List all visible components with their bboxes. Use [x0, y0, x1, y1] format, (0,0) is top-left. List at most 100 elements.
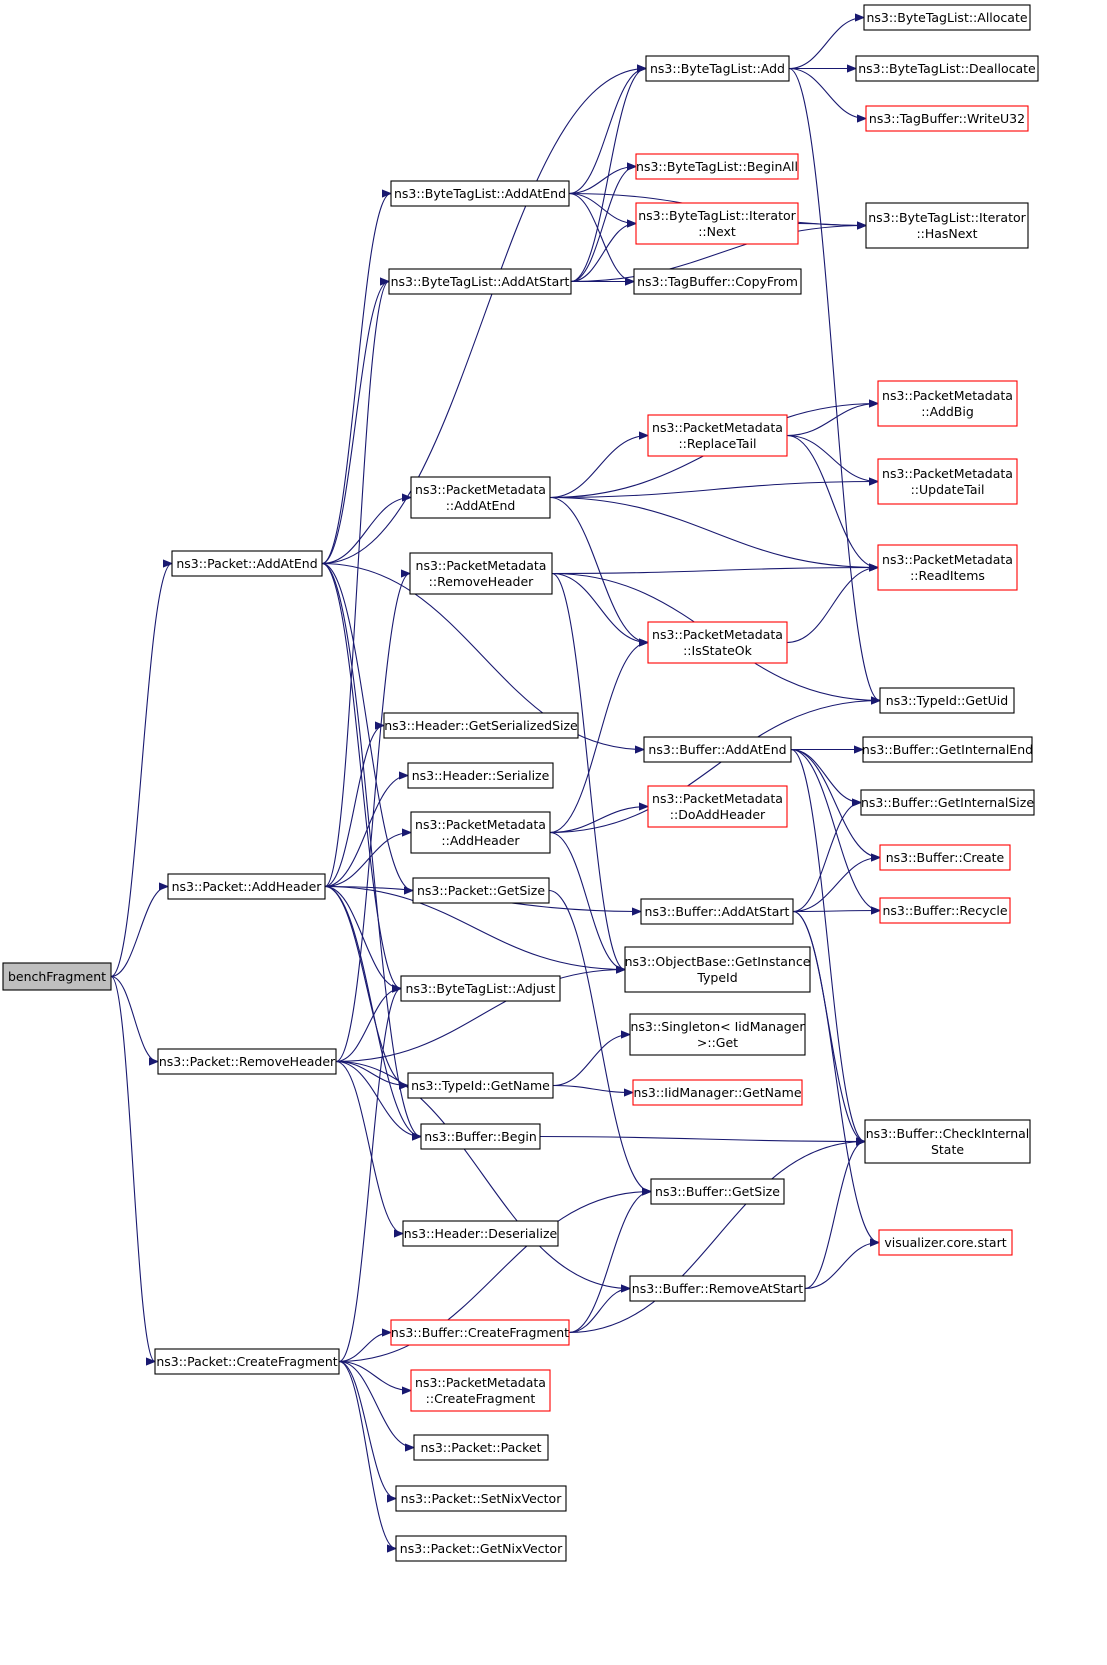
call-edge-pkt_addatend-to-pkt_getsize — [321, 562, 414, 891]
call-edge-pkt_addatend-to-pm_addatend — [321, 498, 411, 565]
node-label: ns3::ByteTagList::Adjust — [406, 981, 556, 996]
graph-node-pm-addheader[interactable]: ns3::PacketMetadata::AddHeader — [410, 811, 551, 854]
graph-node-buf-createfragment[interactable]: ns3::Buffer::CreateFragment — [390, 1319, 570, 1346]
call-edge-pm_replacetail-to-pm_readitems — [786, 434, 878, 568]
graph-node-buf-recycle[interactable]: ns3::Buffer::Recycle — [879, 897, 1011, 924]
node-label: ns3::Header::Serialize — [412, 768, 550, 783]
graph-node-pm-addatend[interactable]: ns3::PacketMetadata::AddAtEnd — [410, 476, 551, 519]
graph-node-pm-removeheader[interactable]: ns3::PacketMetadata::RemoveHeader — [409, 552, 553, 595]
call-edge-pm_addheader-to-pm_doaddheader — [549, 807, 648, 834]
call-edge-pkt_addheader-to-pm_addheader — [324, 833, 411, 888]
edge-layer — [110, 18, 881, 1549]
graph-node-pkt-addheader[interactable]: ns3::Packet::AddHeader — [167, 873, 326, 900]
graph-node-buf-removeatstart[interactable]: ns3::Buffer::RemoveAtStart — [629, 1275, 806, 1302]
call-edge-pkt_addheader-to-btl_addatstart — [324, 282, 390, 888]
node-box — [633, 268, 802, 295]
call-edge-pm_addheader-to-pm_isstateok — [549, 643, 648, 834]
graph-node-btl-allocate[interactable]: ns3::ByteTagList::Allocate — [863, 4, 1031, 31]
node-box — [400, 975, 561, 1002]
node-box — [410, 476, 551, 519]
graph-node-tagbuf-copyfrom[interactable]: ns3::TagBuffer::CopyFrom — [633, 268, 802, 295]
graph-node-btl-iter-hasnext[interactable]: ns3::ByteTagList::Iterator::HasNext — [865, 202, 1029, 249]
node-label: ns3::Header::GetSerializedSize — [384, 718, 578, 733]
node-label: ns3::Packet::AddHeader — [172, 879, 323, 894]
node-box — [420, 1123, 541, 1150]
graph-node-btl-beginall[interactable]: ns3::ByteTagList::BeginAll — [635, 153, 799, 180]
node-box — [171, 550, 323, 577]
graph-node-pm-readitems[interactable]: ns3::PacketMetadata::ReadItems — [877, 544, 1018, 591]
graph-node-pm-createfragment[interactable]: ns3::PacketMetadata::CreateFragment — [410, 1369, 551, 1412]
graph-node-pm-doaddheader[interactable]: ns3::PacketMetadata::DoAddHeader — [647, 785, 788, 828]
graph-node-btl-deallocate[interactable]: ns3::ByteTagList::Deallocate — [855, 55, 1039, 82]
node-box — [647, 414, 788, 457]
node-label: ns3::Buffer::AddAtEnd — [648, 742, 786, 757]
node-label: ::DoAddHeader — [670, 807, 766, 822]
graph-node-pkt-getnixvector[interactable]: ns3::Packet::GetNixVector — [395, 1535, 567, 1562]
node-box — [862, 736, 1033, 763]
graph-node-buf-addatstart[interactable]: ns3::Buffer::AddAtStart — [640, 898, 794, 925]
node-label: ns3::Buffer::CheckInternal — [866, 1126, 1030, 1141]
graph-node-pm-addbig[interactable]: ns3::PacketMetadata::AddBig — [877, 380, 1018, 427]
node-box — [878, 1229, 1013, 1256]
graph-node-hdr-serialize[interactable]: ns3::Header::Serialize — [407, 762, 554, 789]
graph-node-typeid-getname[interactable]: ns3::TypeId::GetName — [407, 1072, 554, 1099]
graph-node-btl-adjust[interactable]: ns3::ByteTagList::Adjust — [400, 975, 561, 1002]
call-edge-pkt_addatend-to-buf_addatend — [321, 562, 644, 750]
graph-node-pm-updatetail[interactable]: ns3::PacketMetadata::UpdateTail — [877, 458, 1018, 505]
graph-node-singleton-get[interactable]: ns3::Singleton< IidManager>::Get — [629, 1013, 806, 1056]
node-label: ns3::TypeId::GetUid — [886, 693, 1008, 708]
graph-node-pm-replacetail[interactable]: ns3::PacketMetadata::ReplaceTail — [647, 414, 788, 457]
node-label: ns3::PacketMetadata — [882, 466, 1013, 481]
graph-node-pkt-packet[interactable]: ns3::Packet::Packet — [413, 1434, 549, 1461]
call-edge-pkt_addheader-to-typeid_getname — [324, 885, 409, 1086]
graph-node-pm-isstateok[interactable]: ns3::PacketMetadata::IsStateOk — [647, 621, 788, 664]
graph-node-buf-getinternalend[interactable]: ns3::Buffer::GetInternalEnd — [862, 736, 1033, 763]
graph-node-pkt-removeheader[interactable]: ns3::Packet::RemoveHeader — [157, 1048, 337, 1075]
node-box — [635, 202, 799, 245]
graph-node-benchFragment[interactable]: benchFragment — [2, 962, 112, 991]
graph-node-buf-create[interactable]: ns3::Buffer::Create — [879, 844, 1011, 871]
node-label: ns3::PacketMetadata — [652, 420, 783, 435]
call-edge-pkt_createfragment-to-buf_getsize — [338, 1192, 651, 1363]
graph-node-iidmanager-getname[interactable]: ns3::IidManager::GetName — [632, 1079, 803, 1106]
graph-node-btl-iter-next[interactable]: ns3::ByteTagList::Iterator::Next — [635, 202, 799, 245]
graph-node-typeid-getuid[interactable]: ns3::TypeId::GetUid — [879, 687, 1015, 714]
graph-node-btl-addatstart[interactable]: ns3::ByteTagList::AddAtStart — [388, 268, 572, 295]
graph-node-pkt-getsize[interactable]: ns3::Packet::GetSize — [412, 877, 550, 904]
node-box — [412, 877, 550, 904]
graph-node-buf-addatend[interactable]: ns3::Buffer::AddAtEnd — [643, 736, 792, 763]
graph-node-btl-add[interactable]: ns3::ByteTagList::Add — [645, 55, 790, 82]
node-box — [863, 4, 1031, 31]
graph-node-tagbuf-writeu32[interactable]: ns3::TagBuffer::WriteU32 — [865, 105, 1029, 132]
graph-node-buf-begin[interactable]: ns3::Buffer::Begin — [420, 1123, 541, 1150]
node-box — [650, 1178, 785, 1205]
call-edge-pkt_addheader-to-btl_adjust — [324, 885, 402, 989]
graph-node-visualizer-start[interactable]: visualizer.core.start — [878, 1229, 1013, 1256]
node-box — [395, 1485, 567, 1512]
call-edge-pkt_removeheader-to-hdr_deserialize — [335, 1060, 404, 1234]
node-label: ns3::ByteTagList::Iterator — [868, 210, 1026, 225]
call-edge-buf_createfragment-to-buf_removeatstart — [568, 1289, 630, 1334]
graph-node-pkt-addatend[interactable]: ns3::Packet::AddAtEnd — [171, 550, 323, 577]
graph-node-btl-addatend[interactable]: ns3::ByteTagList::AddAtEnd — [390, 180, 570, 207]
node-label: ns3::PacketMetadata — [416, 558, 547, 573]
node-label: ns3::Packet::AddAtEnd — [176, 556, 317, 571]
node-label: ::AddHeader — [441, 833, 520, 848]
graph-node-pkt-createfragment[interactable]: ns3::Packet::CreateFragment — [154, 1348, 340, 1375]
node-box — [395, 1535, 567, 1562]
graph-node-buf-getsize[interactable]: ns3::Buffer::GetSize — [650, 1178, 785, 1205]
node-box — [167, 873, 326, 900]
node-box — [860, 789, 1035, 816]
call-edge-benchFragment-to-pkt_createfragment — [110, 975, 156, 1362]
graph-node-pkt-setnixvector[interactable]: ns3::Packet::SetNixVector — [395, 1485, 567, 1512]
graph-node-buf-getinternalsize[interactable]: ns3::Buffer::GetInternalSize — [860, 789, 1035, 816]
node-label: ::ReplaceTail — [678, 436, 756, 451]
node-label: ::UpdateTail — [911, 482, 985, 497]
node-box — [877, 380, 1018, 427]
graph-node-hdr-deserialize[interactable]: ns3::Header::Deserialize — [402, 1220, 559, 1247]
node-label: ns3::TypeId::GetName — [411, 1078, 550, 1093]
graph-node-hdr-getsersize[interactable]: ns3::Header::GetSerializedSize — [383, 712, 579, 739]
node-label: ns3::PacketMetadata — [882, 552, 1013, 567]
